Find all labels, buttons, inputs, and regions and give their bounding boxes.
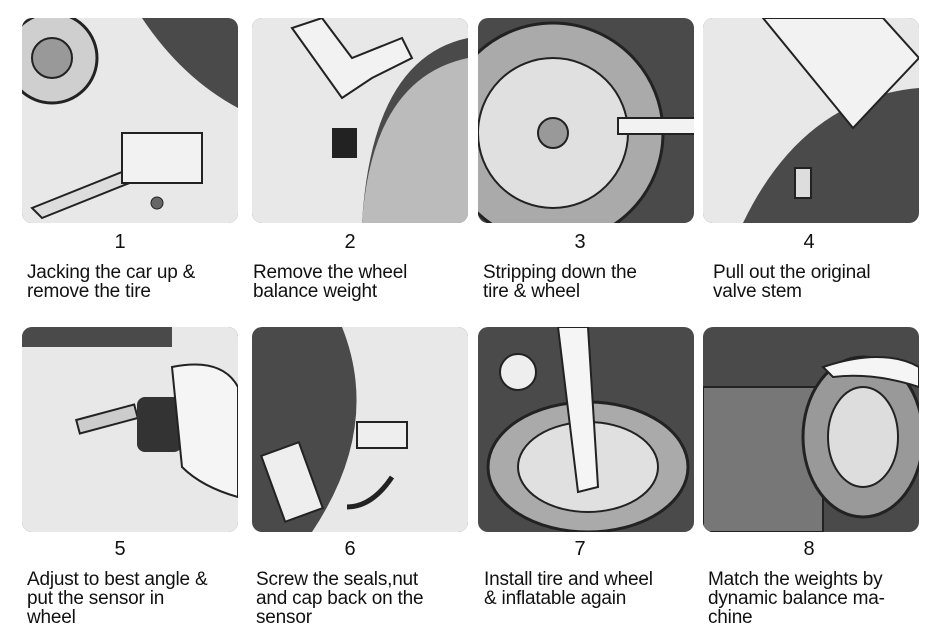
caption-line: Adjust to best angle & [27, 569, 208, 590]
step-5-illustration [22, 327, 238, 532]
step-5-caption: Adjust to best angle & put the sensor in… [27, 570, 257, 627]
step-8-illustration [703, 327, 919, 532]
caption-line: Stripping down the [483, 262, 637, 283]
step-4-illustration [703, 18, 919, 223]
step-2-illustration [252, 18, 468, 223]
step-4-caption: Pull out the original valve stem [713, 263, 943, 301]
step-7-number: 7 [574, 538, 586, 560]
caption-line: wheel [27, 607, 76, 628]
step-5-number: 5 [114, 538, 126, 560]
caption-line: Remove the wheel [253, 262, 408, 283]
step-2-number: 2 [344, 231, 356, 253]
step-7-caption: Install tire and wheel & inflatable agai… [484, 570, 714, 608]
step-1-caption: Jacking the car up & remove the tire [27, 263, 257, 301]
caption-line: chine [708, 607, 753, 628]
step-6-caption: Screw the seals,nut and cap back on the … [256, 570, 486, 627]
step-8-caption: Match the weights by dynamic balance ma-… [708, 570, 938, 627]
step-4-number: 4 [803, 231, 815, 253]
step-3-caption: Stripping down the tire & wheel [483, 263, 713, 301]
caption-line: Pull out the original [713, 262, 871, 283]
caption-line: Install tire and wheel [484, 569, 653, 590]
caption-line: remove the tire [27, 281, 151, 302]
step-3-illustration [478, 18, 694, 223]
caption-line: and cap back on the [256, 588, 424, 609]
caption-line: Match the weights by [708, 569, 883, 590]
step-1-illustration [22, 18, 238, 223]
caption-line: tire & wheel [483, 281, 580, 302]
caption-line: Jacking the car up & [27, 262, 196, 283]
caption-line: dynamic balance ma- [708, 588, 885, 609]
caption-line: put the sensor in [27, 588, 165, 609]
caption-line: Screw the seals,nut [256, 569, 419, 590]
step-2-caption: Remove the wheel balance weight [253, 263, 483, 301]
step-1-number: 1 [114, 231, 126, 253]
step-7-illustration [478, 327, 694, 532]
caption-line: & inflatable again [484, 588, 627, 609]
caption-line: balance weight [253, 281, 377, 302]
step-3-number: 3 [574, 231, 586, 253]
caption-line: sensor [256, 607, 312, 628]
step-6-number: 6 [344, 538, 356, 560]
caption-line: valve stem [713, 281, 802, 302]
step-8-number: 8 [803, 538, 815, 560]
step-6-illustration [252, 327, 468, 532]
